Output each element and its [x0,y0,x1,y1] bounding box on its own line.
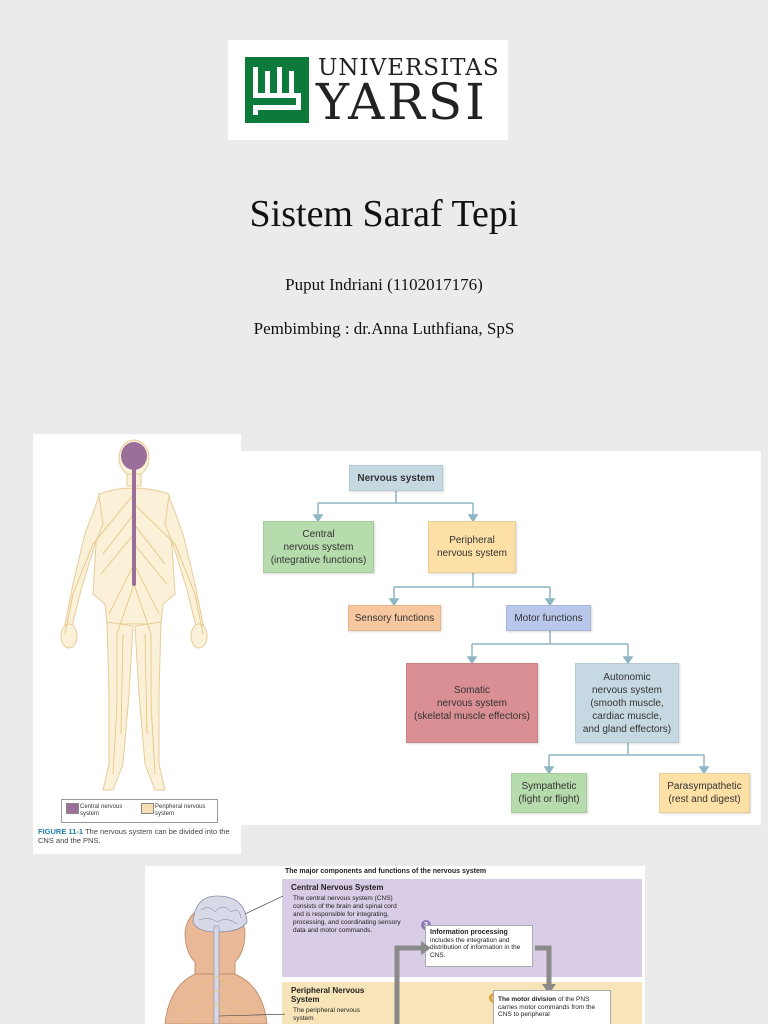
info-heading: Information processing [430,929,508,936]
node-somatic-nervous-system: Somatic nervous system (skeletal muscle … [406,663,538,743]
node-label: Central nervous system (integrative func… [270,528,367,566]
node-motor-functions: Motor functions [506,605,591,631]
cns-description: The central nervous system (CNS) consist… [293,895,401,934]
flowchart-connectors [312,491,710,775]
node-label: Peripheral nervous system [436,535,508,559]
node-label: Sympathetic (fight or flight) [518,781,580,805]
node-central-nervous-system: Central nervous system (integrative func… [263,521,374,573]
cns-heading: Central Nervous System [291,883,384,892]
page-title: Sistem Saraf Tepi [249,193,519,235]
node-sensory-functions: Sensory functions [348,605,441,631]
motor-division-box: The motor division of the PNS carries mo… [493,990,611,1024]
node-label: Nervous system [357,472,435,484]
university-logo: UNIVERSITAS YARSI [228,40,508,140]
info-text: includes the integration and distributio… [430,936,521,959]
figure-body-nervous-system: Central nervous system Peripheral nervou… [33,434,241,854]
logo-text-yarsi: YARSI [316,73,488,131]
node-nervous-system: Nervous system [349,465,443,491]
figure3-title: The major components and functions of th… [285,868,487,875]
advisor-name: Pembimbing : dr.Anna Luthfiana, SpS [253,319,515,338]
human-body-illustration [60,439,208,791]
node-parasympathetic: Parasympathetic (rest and digest) [659,773,750,813]
node-label: Parasympathetic (rest and digest) [667,781,742,805]
node-label: Sensory functions [354,612,435,624]
logo-text-universitas: UNIVERSITAS [318,55,500,81]
node-autonomic-nervous-system: Autonomic nervous system (smooth muscle,… [575,663,679,743]
node-label: Somatic nervous system (skeletal muscle … [414,684,530,722]
node-label: Motor functions [514,612,583,624]
legend-label-cns: Central nervous system [80,804,123,817]
node-peripheral-nervous-system: Peripheral nervous system [428,521,516,573]
node-label: Autonomic nervous system (smooth muscle,… [582,671,672,735]
motor-heading: The motor division [498,996,557,1003]
node-sympathetic: Sympathetic (fight or flight) [511,773,587,813]
legend-swatch-cns [66,803,79,814]
figure-caption: FIGURE 11-1 The nervous system can be di… [38,827,238,845]
figure-caption-text: The nervous system can be divided into t… [38,827,230,845]
pns-description: The peripheral nervous system [293,1007,360,1022]
figure-legend: Central nervous system Peripheral nervou… [61,799,218,823]
nervous-system-flowchart: Nervous system Central nervous system (i… [241,451,761,825]
motor-text: of the PNS carries motor commands from t… [498,996,596,1018]
information-processing-box: Information processing includes the inte… [425,925,533,967]
author-name: Puput Indriani (1102017176) [285,275,483,294]
yarsi-logo-icon [245,57,309,123]
torso-brain-illustration [164,895,285,1024]
legend-swatch-pns [141,803,154,814]
pns-heading: Peripheral Nervous System [291,986,365,1004]
figure-major-components: The major components and functions of th… [145,866,645,1024]
legend-label-pns: Peripheral nervous system [155,804,206,817]
figure-caption-label: FIGURE 11-1 [38,827,84,836]
